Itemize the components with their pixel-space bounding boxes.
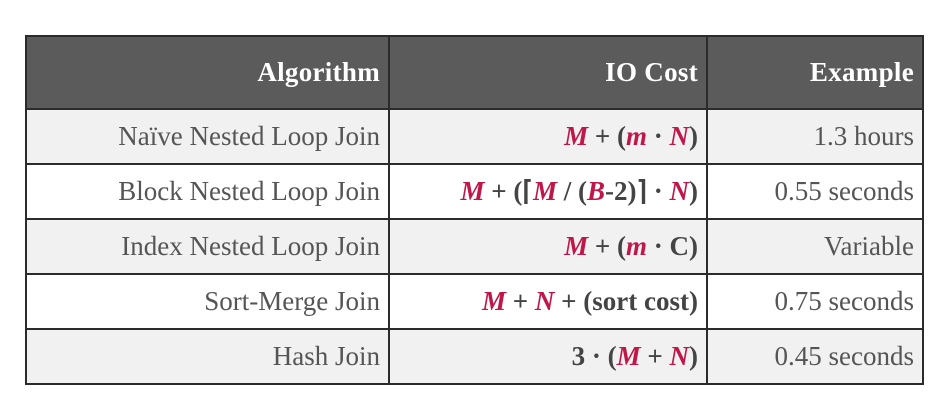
cost-variable: M bbox=[532, 176, 557, 206]
example-cell: 1.3 hours bbox=[706, 108, 924, 165]
cost-operator: · C) bbox=[647, 231, 698, 261]
cost-operator: + (sort cost) bbox=[554, 286, 698, 316]
cost-variable: N bbox=[669, 176, 690, 206]
io-cost-cell: M + N + (sort cost) bbox=[388, 273, 708, 330]
cost-variable: m bbox=[625, 121, 647, 151]
io-cost-cell: M + (m · N) bbox=[388, 108, 708, 165]
table-header-row: Algorithm IO Cost Example bbox=[25, 35, 924, 110]
cost-variable: M bbox=[564, 121, 589, 151]
cost-variable: M bbox=[482, 286, 507, 316]
cost-variable: N bbox=[669, 341, 690, 371]
io-cost-cell: M + (m · C) bbox=[388, 218, 708, 275]
cost-variable: M bbox=[564, 231, 589, 261]
cost-variable: M bbox=[616, 341, 641, 371]
example-cell: 0.75 seconds bbox=[706, 273, 924, 330]
algorithm-cost-table: Algorithm IO Cost Example Naïve Nested L… bbox=[25, 35, 924, 385]
cost-operator: · bbox=[646, 121, 670, 151]
algorithm-cell: Hash Join bbox=[25, 328, 390, 385]
cost-variable: B bbox=[586, 176, 605, 206]
cost-operator: ) bbox=[689, 341, 698, 371]
header-example: Example bbox=[706, 35, 924, 110]
cost-operator: / ( bbox=[556, 176, 587, 206]
io-cost-cell: 3 · (M + N) bbox=[388, 328, 708, 385]
cost-operator: + bbox=[640, 341, 670, 371]
header-algorithm: Algorithm bbox=[25, 35, 390, 110]
example-cell: Variable bbox=[706, 218, 924, 275]
cost-operator: 3 · ( bbox=[571, 341, 617, 371]
cost-variable: N bbox=[534, 286, 555, 316]
cost-variable: m bbox=[625, 231, 647, 261]
algorithm-cell: Sort-Merge Join bbox=[25, 273, 390, 330]
algorithm-cost-table-container: Algorithm IO Cost Example Naïve Nested L… bbox=[25, 35, 924, 385]
cost-variable: M bbox=[460, 176, 485, 206]
algorithm-cell: Block Nested Loop Join bbox=[25, 163, 390, 220]
header-io-cost: IO Cost bbox=[388, 35, 708, 110]
cost-operator: + (⌈ bbox=[484, 176, 533, 206]
cost-variable: N bbox=[669, 121, 690, 151]
cost-operator: ) bbox=[689, 121, 698, 151]
cost-operator: + ( bbox=[588, 231, 626, 261]
cost-operator: + ( bbox=[588, 121, 626, 151]
example-cell: 0.45 seconds bbox=[706, 328, 924, 385]
cost-operator: ) bbox=[689, 176, 698, 206]
cost-operator: + bbox=[506, 286, 535, 316]
cost-operator: -2)⌉ · bbox=[604, 176, 670, 206]
io-cost-cell: M + (⌈M / (B-2)⌉ · N) bbox=[388, 163, 708, 220]
algorithm-cell: Index Nested Loop Join bbox=[25, 218, 390, 275]
example-cell: 0.55 seconds bbox=[706, 163, 924, 220]
algorithm-cell: Naïve Nested Loop Join bbox=[25, 108, 390, 165]
